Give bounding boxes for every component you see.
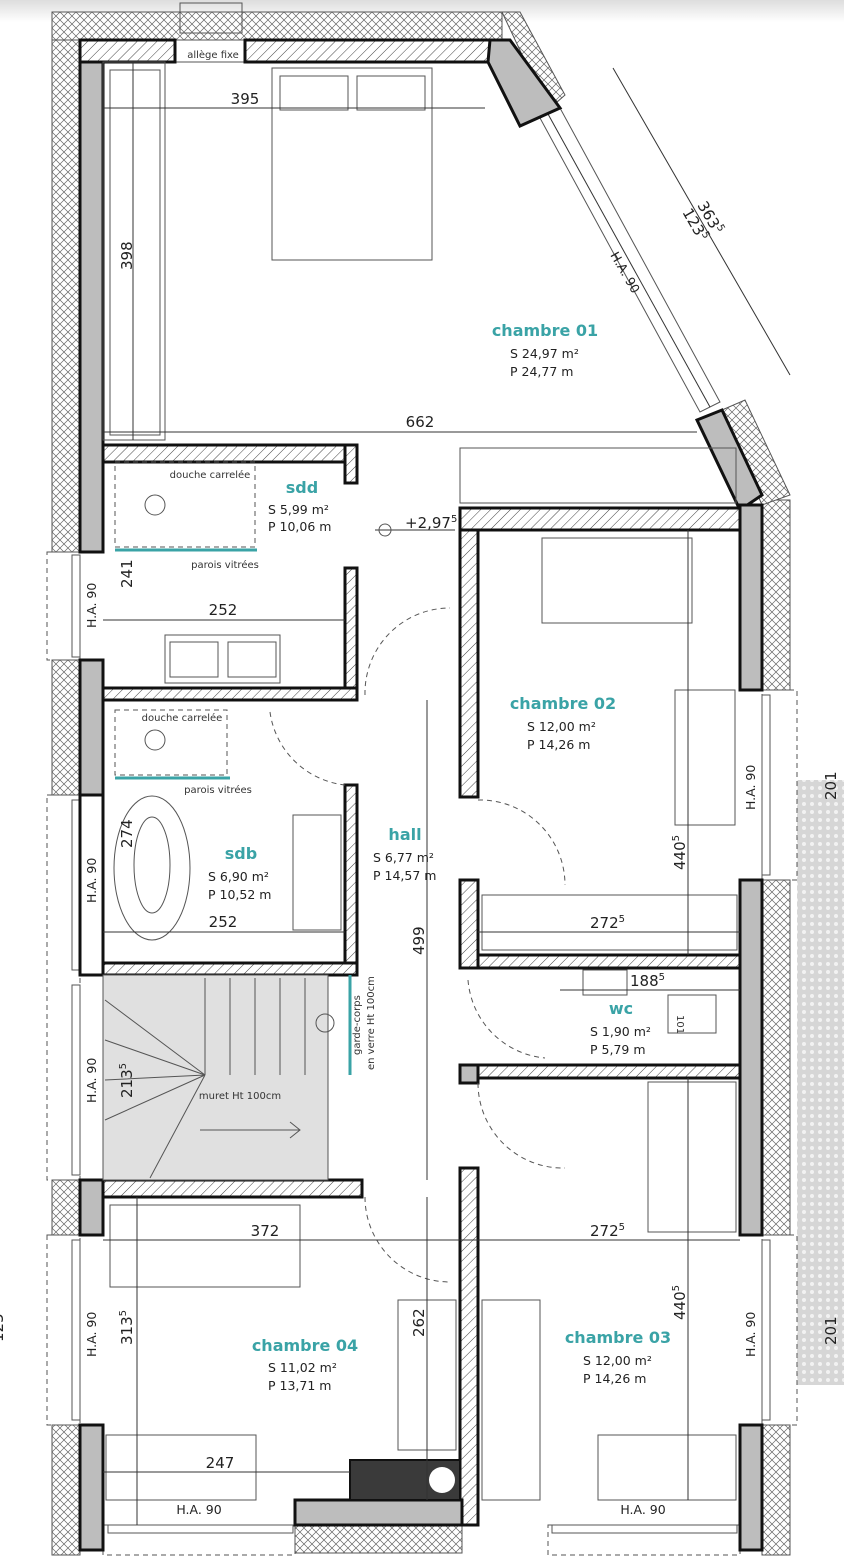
svg-text:262: 262 [410,1308,428,1337]
bed-chambre02 [541,537,693,624]
room-wc: wc S 1,90 m² P 5,79 m [590,999,651,1057]
svg-text:S 24,97 m²: S 24,97 m² [510,346,579,361]
svg-text:sdb: sdb [225,844,257,863]
svg-text:101: 101 [674,1015,685,1034]
svg-text:247: 247 [206,1454,235,1472]
terrace [797,780,844,1385]
svg-text:chambre 04: chambre 04 [252,1336,358,1355]
svg-text:2725: 2725 [590,1222,625,1240]
room-sdb: sdb S 6,90 m² P 10,52 m [208,844,271,902]
svg-text:S 6,77 m²: S 6,77 m² [373,850,434,865]
svg-text:252: 252 [209,601,238,619]
svg-text:274: 274 [118,819,136,848]
svg-text:201: 201 [822,1316,840,1345]
bed-chambre04 [109,1204,301,1288]
svg-text:S 11,02 m²: S 11,02 m² [268,1360,337,1375]
svg-text:H.A. 90: H.A. 90 [176,1502,221,1517]
svg-text:H.A. 90: H.A. 90 [84,858,99,903]
svg-text:P 10,52 m: P 10,52 m [208,887,271,902]
svg-text:125: 125 [0,1313,7,1342]
flue-icon [429,1467,455,1493]
svg-text:en verre Ht 100cm: en verre Ht 100cm [366,976,377,1070]
svg-text:H.A. 90: H.A. 90 [620,1502,665,1517]
svg-text:S 12,00 m²: S 12,00 m² [583,1353,652,1368]
bed-chambre01 [271,67,433,261]
svg-text:H.A. 90: H.A. 90 [84,1058,99,1103]
svg-text:chambre 02: chambre 02 [510,694,616,713]
svg-text:3135: 3135 [118,1310,136,1345]
svg-text:parois vitrées: parois vitrées [191,559,259,571]
svg-text:H.A. 90: H.A. 90 [84,1312,99,1357]
room-chambre-03: chambre 03 S 12,00 m² P 14,26 m [565,1328,671,1386]
svg-text:H.A. 90: H.A. 90 [607,249,643,296]
bathtub [113,795,191,941]
svg-text:S 12,00 m²: S 12,00 m² [527,719,596,734]
svg-text:garde-corps: garde-corps [352,995,363,1055]
svg-text:P 24,77 m: P 24,77 m [510,364,573,379]
room-chambre-01: chambre 01 S 24,97 m² P 24,77 m [492,321,598,379]
furniture [102,61,738,1501]
svg-text:4405: 4405 [671,1285,689,1320]
walls [78,38,764,1552]
svg-text:P 14,26 m: P 14,26 m [583,1371,646,1386]
svg-text:2135: 2135 [118,1063,136,1098]
svg-text:S 5,99 m²: S 5,99 m² [268,502,329,517]
bed-chambre03 [647,1081,737,1233]
svg-text:muret Ht 100cm: muret Ht 100cm [199,1091,281,1102]
svg-text:P 13,71 m: P 13,71 m [268,1378,331,1393]
room-chambre-04: chambre 04 S 11,02 m² P 13,71 m [252,1336,358,1393]
window-height-labels: H.A. 90 H.A. 90 H.A. 90 H.A. 90 H.A. 90 … [84,249,758,1517]
svg-text:wc: wc [609,999,633,1018]
svg-text:sdd: sdd [286,478,318,497]
svg-text:H.A. 90: H.A. 90 [743,765,758,810]
svg-text:hall: hall [388,825,421,844]
annotations: allège fixe douche carrelée parois vitré… [142,49,685,1102]
svg-text:241: 241 [118,559,136,588]
svg-text:252: 252 [209,913,238,931]
svg-text:+2,975: +2,975 [405,514,457,532]
svg-text:parois vitrées: parois vitrées [184,784,252,796]
svg-text:S 1,90 m²: S 1,90 m² [590,1024,651,1039]
dimension-lines [103,62,791,1525]
svg-text:201: 201 [822,771,840,800]
svg-text:S 6,90 m²: S 6,90 m² [208,869,269,884]
svg-text:P 14,26 m: P 14,26 m [527,737,590,752]
svg-text:499: 499 [410,926,428,955]
svg-text:2725: 2725 [590,914,625,932]
svg-text:H.A. 90: H.A. 90 [84,583,99,628]
svg-text:chambre 03: chambre 03 [565,1328,671,1347]
svg-text:398: 398 [118,241,136,270]
staircase [102,974,329,1181]
room-sdd: sdd S 5,99 m² P 10,06 m [268,478,331,534]
svg-text:395: 395 [231,90,260,108]
svg-text:P 5,79 m: P 5,79 m [590,1042,646,1057]
svg-text:1885: 1885 [630,972,665,990]
dimension-labels: 395 398 662 3635 1235 +2,975 241 252 274… [0,90,840,1472]
svg-text:662: 662 [406,413,435,431]
svg-text:chambre 01: chambre 01 [492,321,598,340]
svg-text:allège fixe: allège fixe [187,49,239,61]
room-chambre-02: chambre 02 S 12,00 m² P 14,26 m [510,694,616,752]
svg-text:372: 372 [251,1222,280,1240]
svg-text:douche carrelée: douche carrelée [170,469,251,481]
room-hall: hall S 6,77 m² P 14,57 m [373,825,436,883]
svg-text:P 10,06 m: P 10,06 m [268,519,331,534]
svg-text:4405: 4405 [671,835,689,870]
svg-text:douche carrelée: douche carrelée [142,712,223,724]
svg-text:P 14,57 m: P 14,57 m [373,868,436,883]
svg-text:H.A. 90: H.A. 90 [743,1312,758,1357]
